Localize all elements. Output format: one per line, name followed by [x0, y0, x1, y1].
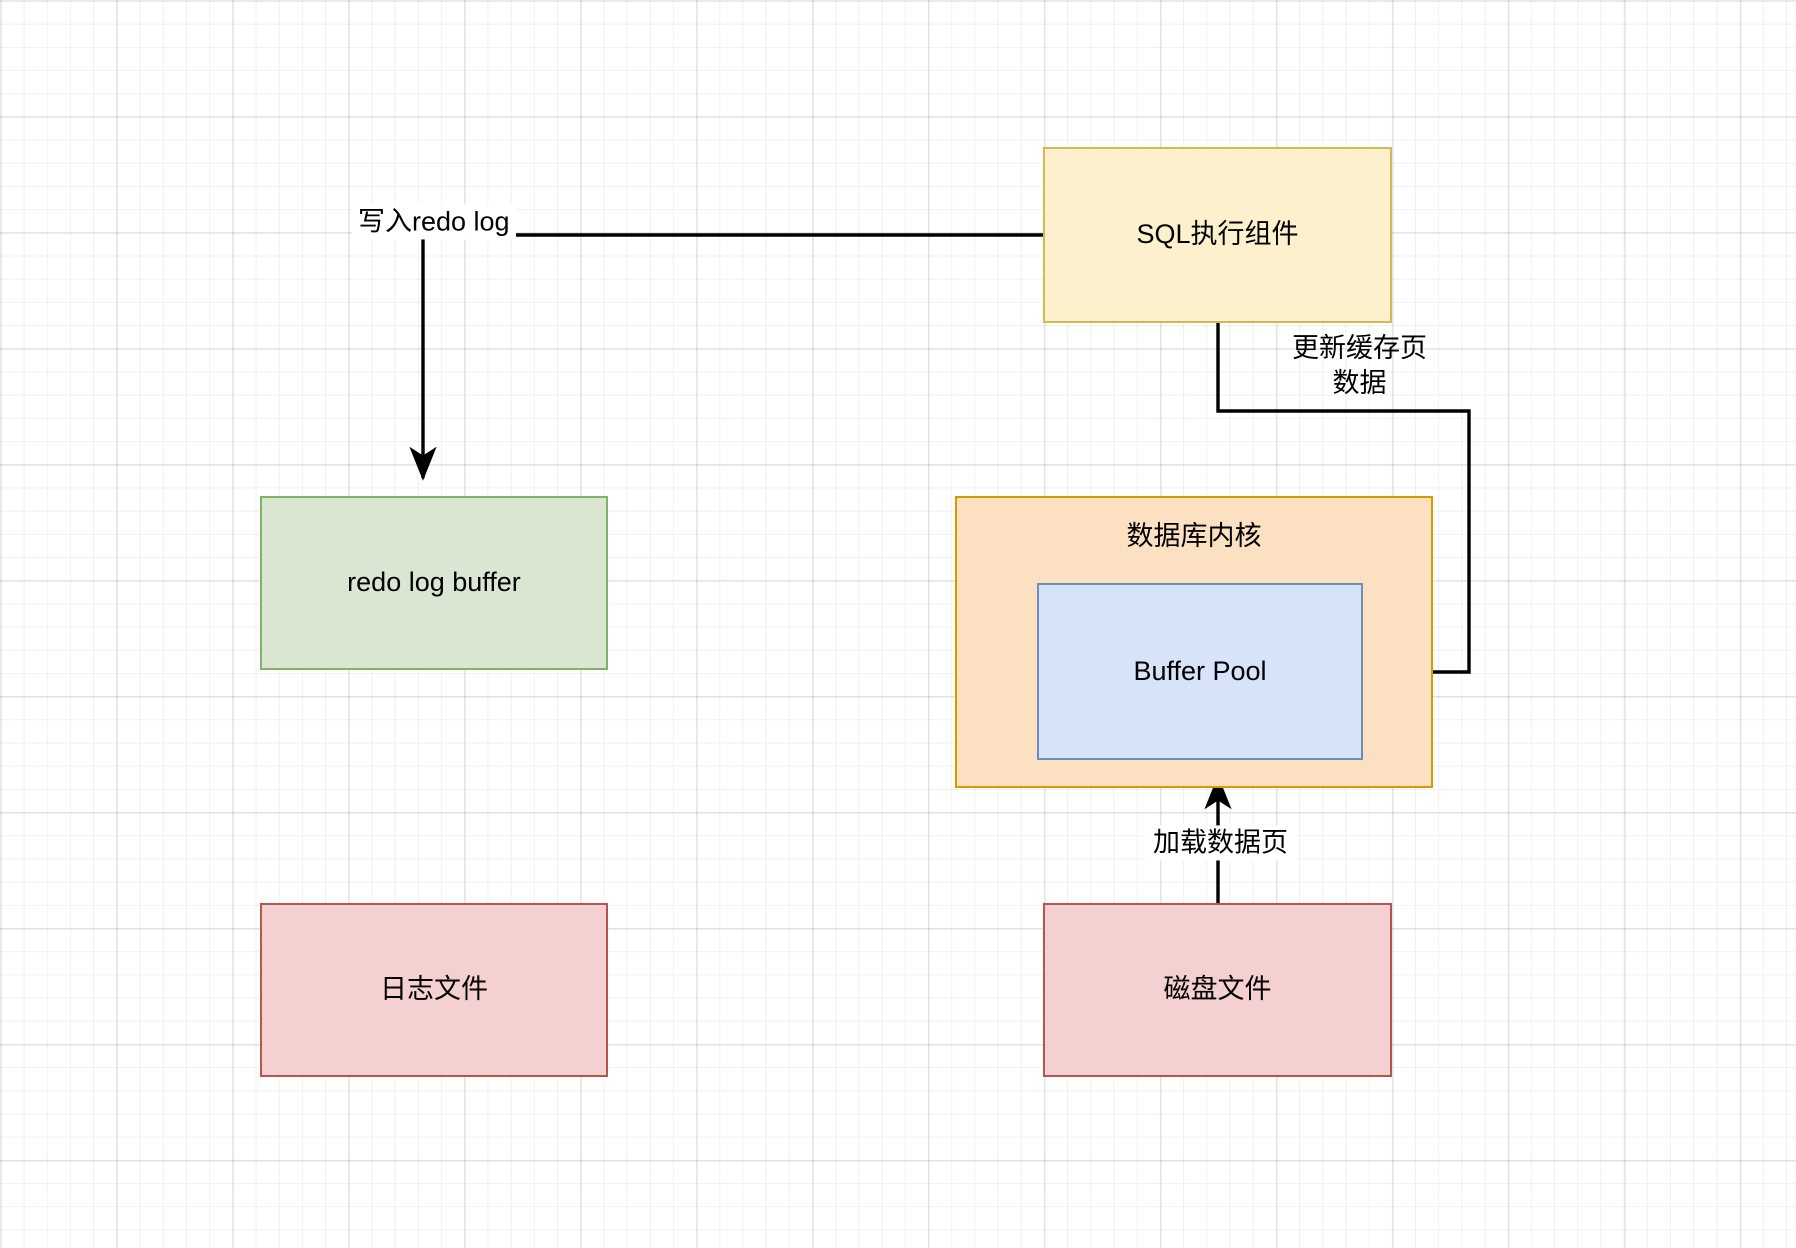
edge-label-update-cache-page: 更新缓存页 数据	[1292, 332, 1427, 398]
node-disk-file[interactable]: 磁盘文件	[1043, 903, 1392, 1077]
node-label-buffer-pool: Buffer Pool	[1133, 655, 1267, 686]
edge-sql-to-redo-log-buffer	[409, 233, 1043, 481]
edge-label-load-data-page: 加载数据页	[1145, 825, 1296, 861]
node-buffer-pool[interactable]: Buffer Pool	[1037, 583, 1363, 760]
edge-label-write-redo-log: 写入redo log	[352, 204, 516, 240]
node-label-log-file: 日志文件	[380, 974, 488, 1005]
node-label-disk-file: 磁盘文件	[1163, 974, 1272, 1005]
node-label-sql-executor: SQL执行组件	[1136, 219, 1299, 250]
node-label-db-kernel: 数据库内核	[1126, 521, 1262, 551]
node-redo-log-buffer[interactable]: redo log buffer	[260, 496, 608, 670]
node-label-redo-log-buffer: redo log buffer	[347, 567, 521, 598]
node-log-file[interactable]: 日志文件	[260, 903, 608, 1077]
node-sql-executor[interactable]: SQL执行组件	[1043, 147, 1392, 323]
